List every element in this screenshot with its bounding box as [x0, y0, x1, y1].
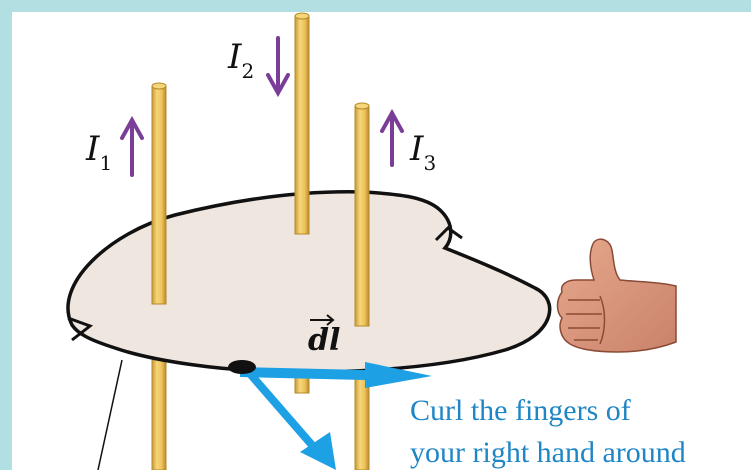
- wire-1-upper: [151, 85, 167, 305]
- dl-label: dl: [308, 323, 340, 358]
- loop-pointer-line: [97, 359, 123, 470]
- wire-2-upper: [294, 15, 310, 235]
- radial-vector-arrowhead: [300, 432, 336, 470]
- blue-vectors: [240, 362, 432, 470]
- loop-direction-arrow-left: [67, 316, 94, 342]
- dl-vector-accent-arrow: [310, 314, 335, 326]
- upper-wire-segments: [151, 12, 370, 327]
- wire-1-lower: [151, 359, 167, 470]
- radial-vector-arrow: [241, 365, 322, 455]
- current-3-arrow-up: [380, 108, 404, 167]
- thumbs-up-hand-icon: [556, 238, 677, 353]
- current-arrows: [120, 36, 404, 177]
- wire-3-top-cap: [354, 102, 370, 110]
- current-1-arrow-up: [120, 115, 144, 177]
- line-element-point: [228, 360, 256, 374]
- dl-tangent-arrow: [240, 362, 432, 388]
- wire-2-top-cap: [294, 12, 310, 20]
- current-2-arrow-down: [266, 36, 290, 98]
- caption-line-1: Curl the fingers of: [410, 394, 631, 427]
- current-1-label: I1: [85, 129, 112, 175]
- amperian-loop: [66, 190, 552, 374]
- wire-3-upper: [354, 105, 370, 327]
- wire-1-top-cap: [151, 82, 167, 90]
- current-3-label: I3: [409, 129, 436, 175]
- current-2-label: I2: [227, 37, 254, 83]
- loop-direction-arrow-right: [434, 226, 463, 242]
- caption-line-2: your right hand around: [410, 436, 686, 469]
